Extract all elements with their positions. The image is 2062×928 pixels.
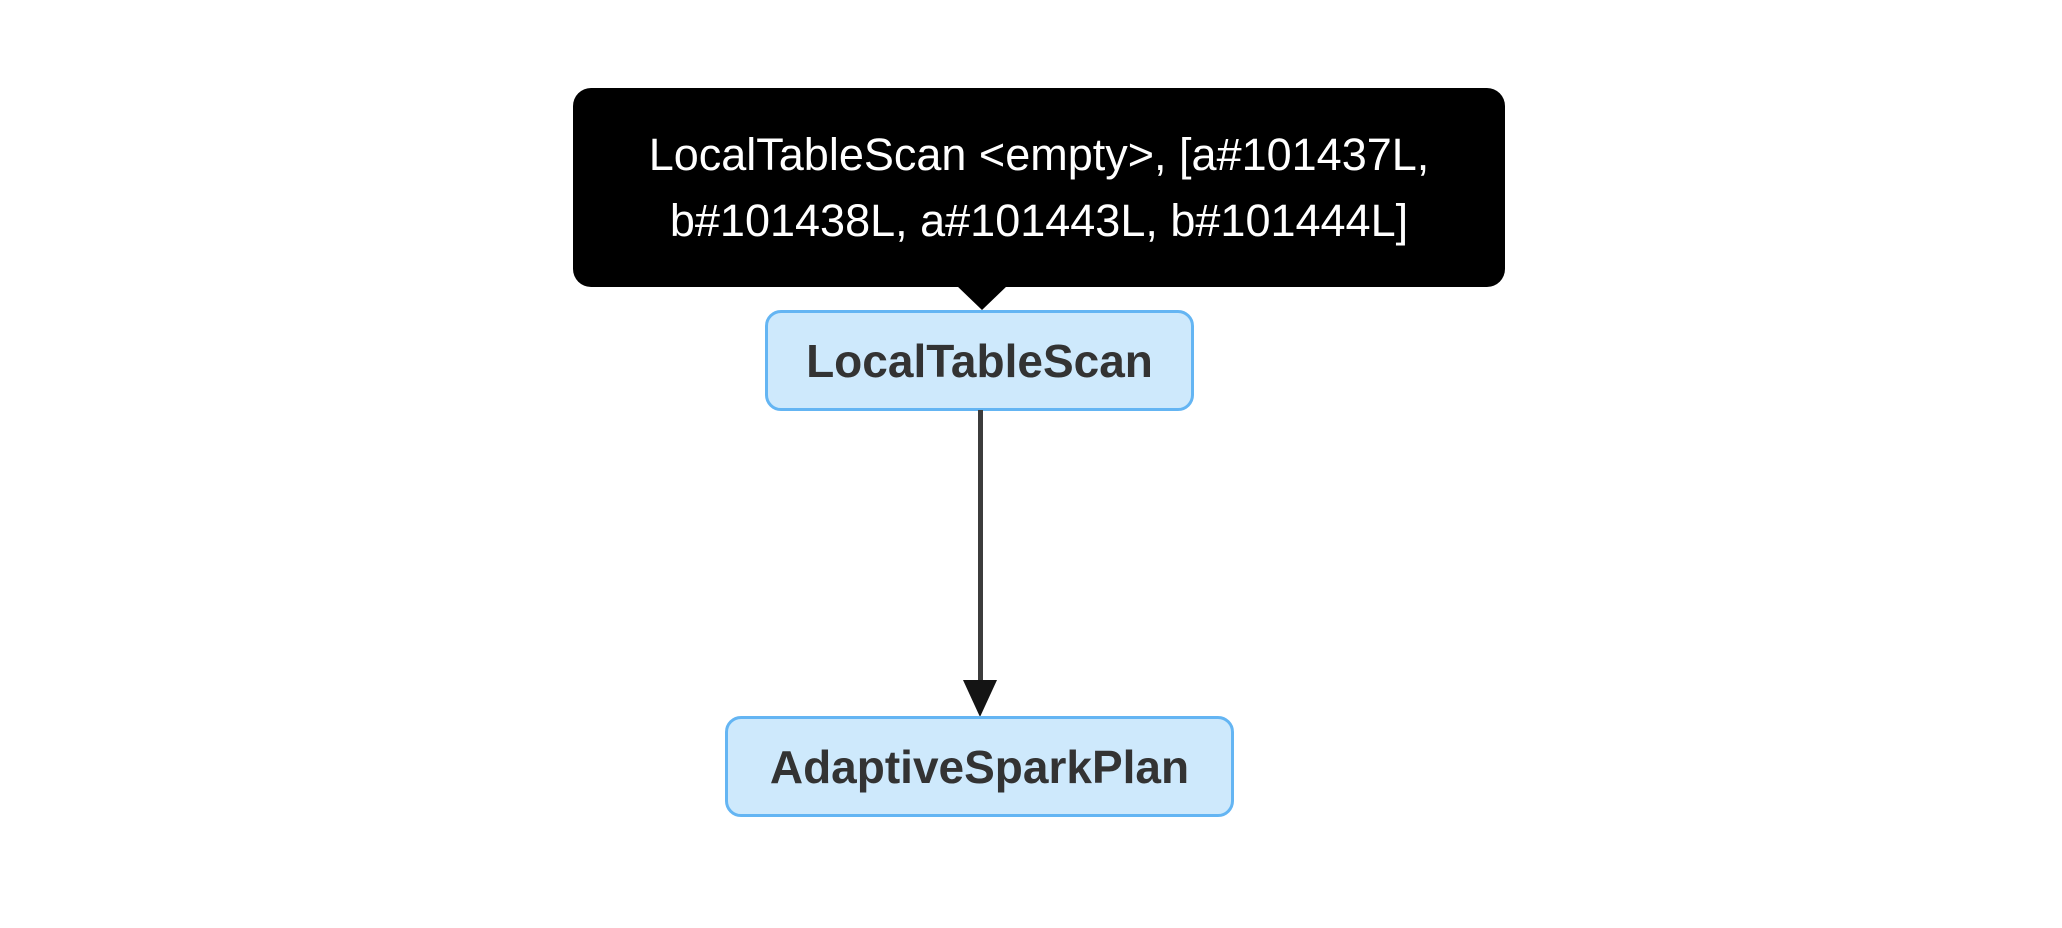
tooltip-text-line-1: LocalTableScan <empty>, [a#101437L, (648, 128, 1430, 180)
tooltip-text-line-2: b#101438L, a#101443L, b#101444L] (669, 194, 1409, 246)
node-localtablescan[interactable]: LocalTableScan (765, 310, 1194, 411)
edge-arrowhead-icon (963, 680, 997, 717)
node-tooltip: LocalTableScan <empty>, [a#101437L, b#10… (573, 88, 1505, 287)
node-adaptivesparkplan-label: AdaptiveSparkPlan (769, 740, 1190, 793)
tooltip-pointer-icon (956, 285, 1008, 310)
node-localtablescan-label: LocalTableScan (806, 334, 1153, 387)
node-adaptivesparkplan[interactable]: AdaptiveSparkPlan (725, 716, 1234, 817)
edge-line (978, 410, 983, 682)
